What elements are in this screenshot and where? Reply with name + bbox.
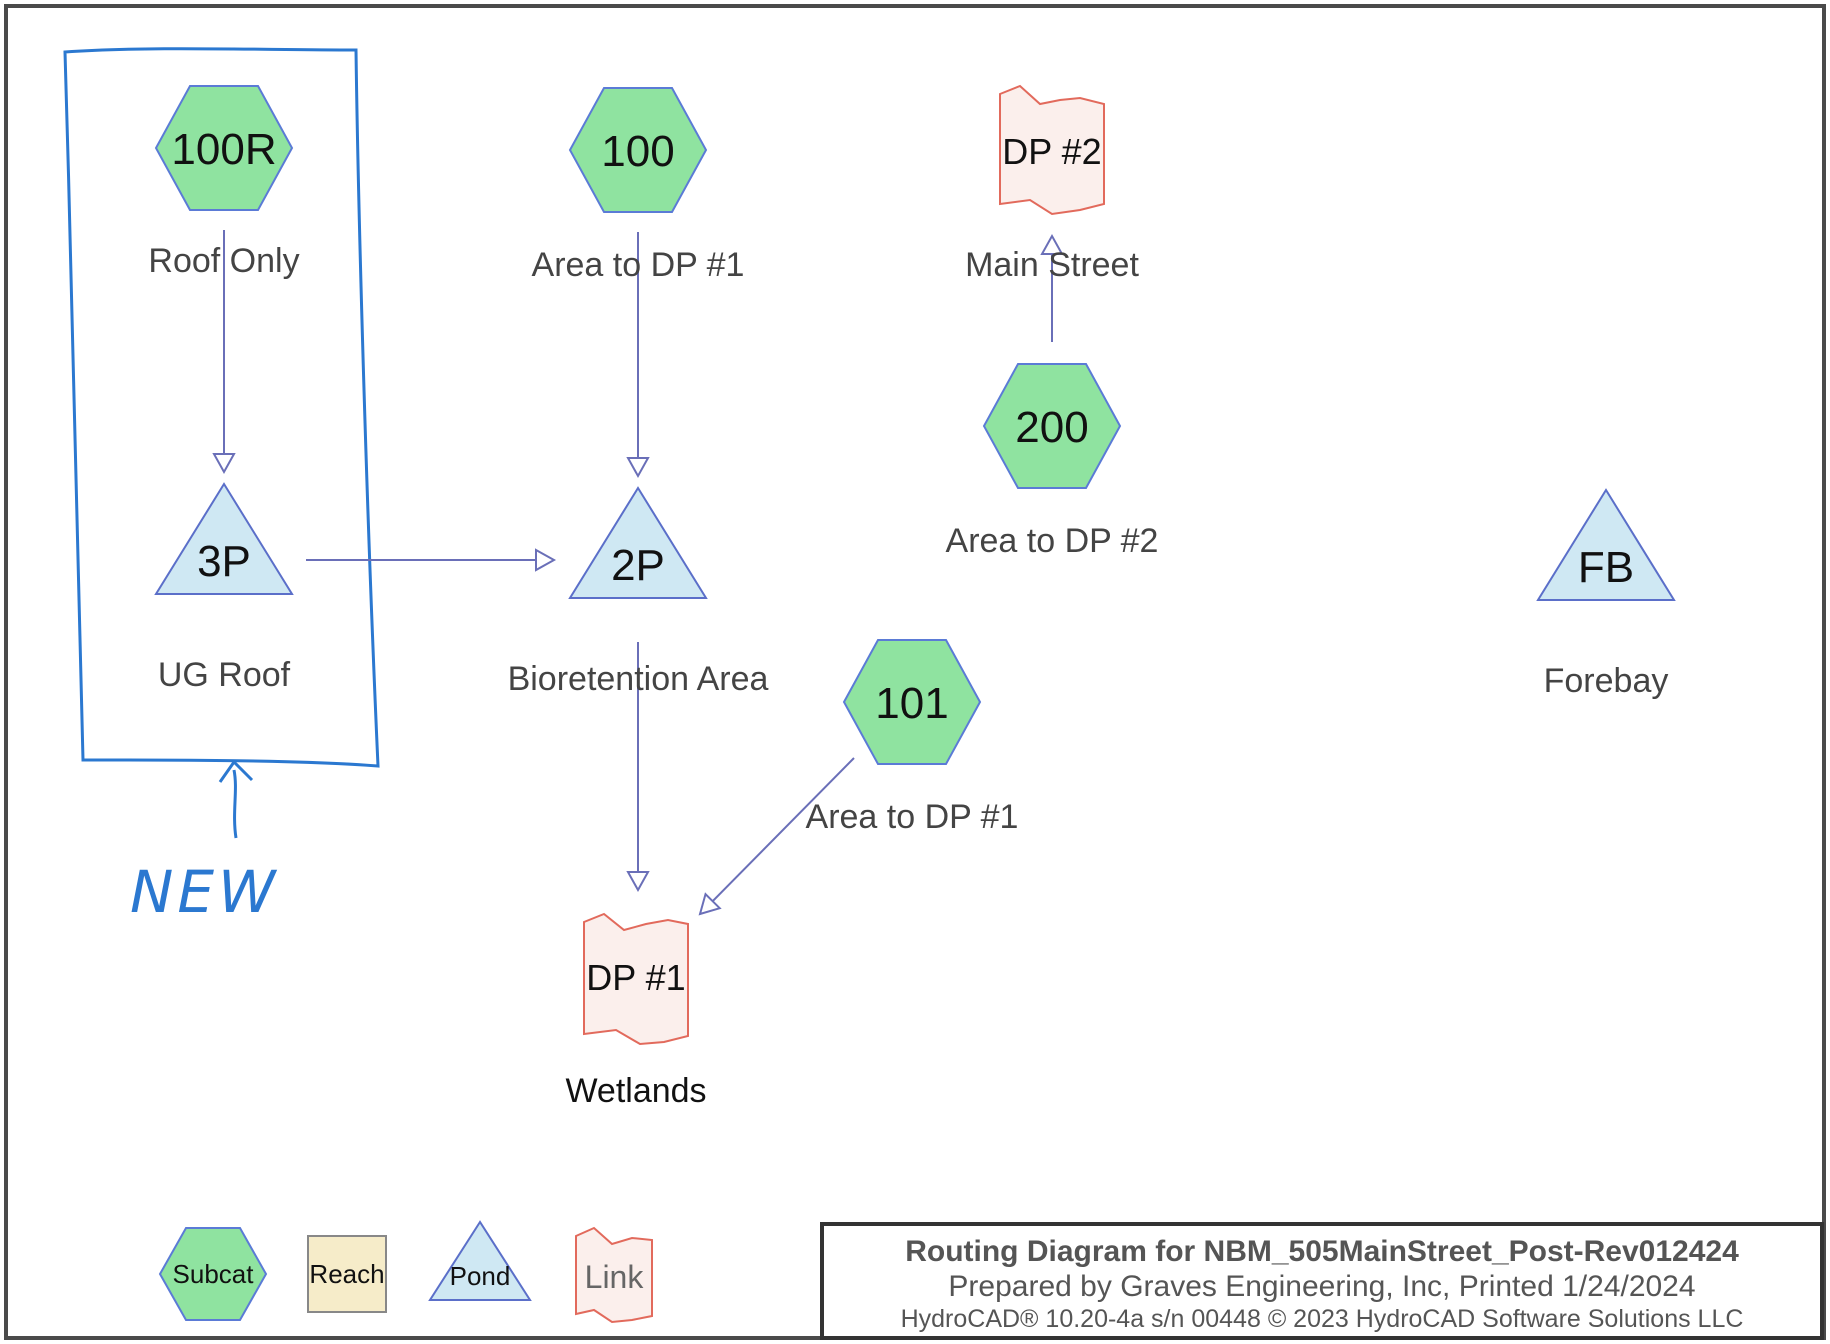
node-label: Wetlands bbox=[565, 1072, 706, 1110]
legend-label: Subcat bbox=[173, 1259, 255, 1289]
node-label: Area to DP #1 bbox=[532, 246, 745, 284]
subcat-hexagon-icon bbox=[158, 1227, 268, 1321]
annotation-text: NEW bbox=[130, 858, 279, 926]
subcat-200[interactable]: 200 Area to DP #2 bbox=[946, 363, 1159, 560]
node-id: FB bbox=[1578, 543, 1634, 592]
node-id: 100 bbox=[601, 127, 674, 176]
title-block-prepared: Prepared by Graves Engineering, Inc, Pri… bbox=[948, 1270, 1695, 1303]
pond-triangle-icon bbox=[568, 486, 708, 599]
pond-triangle-icon bbox=[154, 482, 294, 595]
legend-link: Link bbox=[575, 1226, 653, 1324]
node-label: Area to DP #1 bbox=[806, 798, 1019, 836]
node-id: 100R bbox=[171, 125, 276, 174]
legend-reach: Reach bbox=[307, 1235, 387, 1313]
legend-label: Pond bbox=[450, 1261, 511, 1291]
node-id: 3P bbox=[197, 537, 251, 586]
legend-pond: Pond bbox=[428, 1220, 532, 1301]
legend-label: Link bbox=[585, 1259, 645, 1295]
title-block-title: Routing Diagram for NBM_505MainStreet_Po… bbox=[905, 1235, 1739, 1268]
subcat-hexagon-icon bbox=[982, 363, 1122, 489]
reach-rectangle-icon bbox=[307, 1235, 387, 1313]
subcat-100[interactable]: 100 Area to DP #1 bbox=[532, 87, 745, 284]
node-id: 200 bbox=[1015, 403, 1088, 452]
subcat-hexagon-icon bbox=[842, 639, 982, 765]
node-id: DP #1 bbox=[586, 957, 685, 998]
title-block-frame bbox=[820, 1222, 1824, 1340]
node-label: Forebay bbox=[1544, 662, 1669, 700]
pond-FB[interactable]: FB Forebay bbox=[1536, 488, 1676, 700]
pond-triangle-icon bbox=[428, 1220, 532, 1301]
link-flag-icon bbox=[999, 84, 1105, 216]
node-label: Bioretention Area bbox=[508, 660, 769, 698]
annotation-arrow bbox=[218, 759, 254, 839]
node-id: DP #2 bbox=[1002, 131, 1101, 172]
pond-2P[interactable]: 2P Bioretention Area bbox=[508, 486, 769, 698]
legend-label: Reach bbox=[309, 1259, 384, 1289]
annotation-box bbox=[63, 47, 380, 768]
link-flag-icon bbox=[575, 1226, 653, 1324]
link-flag-icon bbox=[583, 912, 689, 1046]
legend-subcat: Subcat bbox=[158, 1227, 268, 1321]
pond-3P[interactable]: 3P UG Roof bbox=[154, 482, 294, 694]
link-dp2[interactable]: DP #2 Main Street bbox=[965, 84, 1139, 284]
node-id: 101 bbox=[875, 679, 948, 728]
node-label: Main Street bbox=[965, 246, 1139, 284]
connections bbox=[212, 230, 1064, 916]
pond-triangle-icon bbox=[1536, 488, 1676, 601]
title-block-software: HydroCAD® 10.20-4a s/n 00448 © 2023 Hydr… bbox=[901, 1305, 1744, 1333]
node-label: Roof Only bbox=[148, 242, 299, 280]
subcat-hexagon-icon bbox=[154, 85, 294, 211]
link-dp1[interactable]: DP #1 Wetlands bbox=[565, 912, 707, 1110]
subcat-hexagon-icon bbox=[568, 87, 708, 213]
annotation-new-group: NEW bbox=[63, 47, 380, 926]
node-id: 2P bbox=[611, 541, 665, 590]
subcat-101[interactable]: 101 Area to DP #1 bbox=[806, 639, 1019, 836]
legend: Subcat Reach Pond Link bbox=[158, 1220, 653, 1324]
subcat-100R[interactable]: 100R Roof Only bbox=[148, 85, 300, 280]
node-label: UG Roof bbox=[158, 656, 291, 694]
title-block: Routing Diagram for NBM_505MainStreet_Po… bbox=[820, 1222, 1824, 1340]
arrow-101-to-DP1 bbox=[698, 757, 855, 916]
node-label: Area to DP #2 bbox=[946, 522, 1159, 560]
